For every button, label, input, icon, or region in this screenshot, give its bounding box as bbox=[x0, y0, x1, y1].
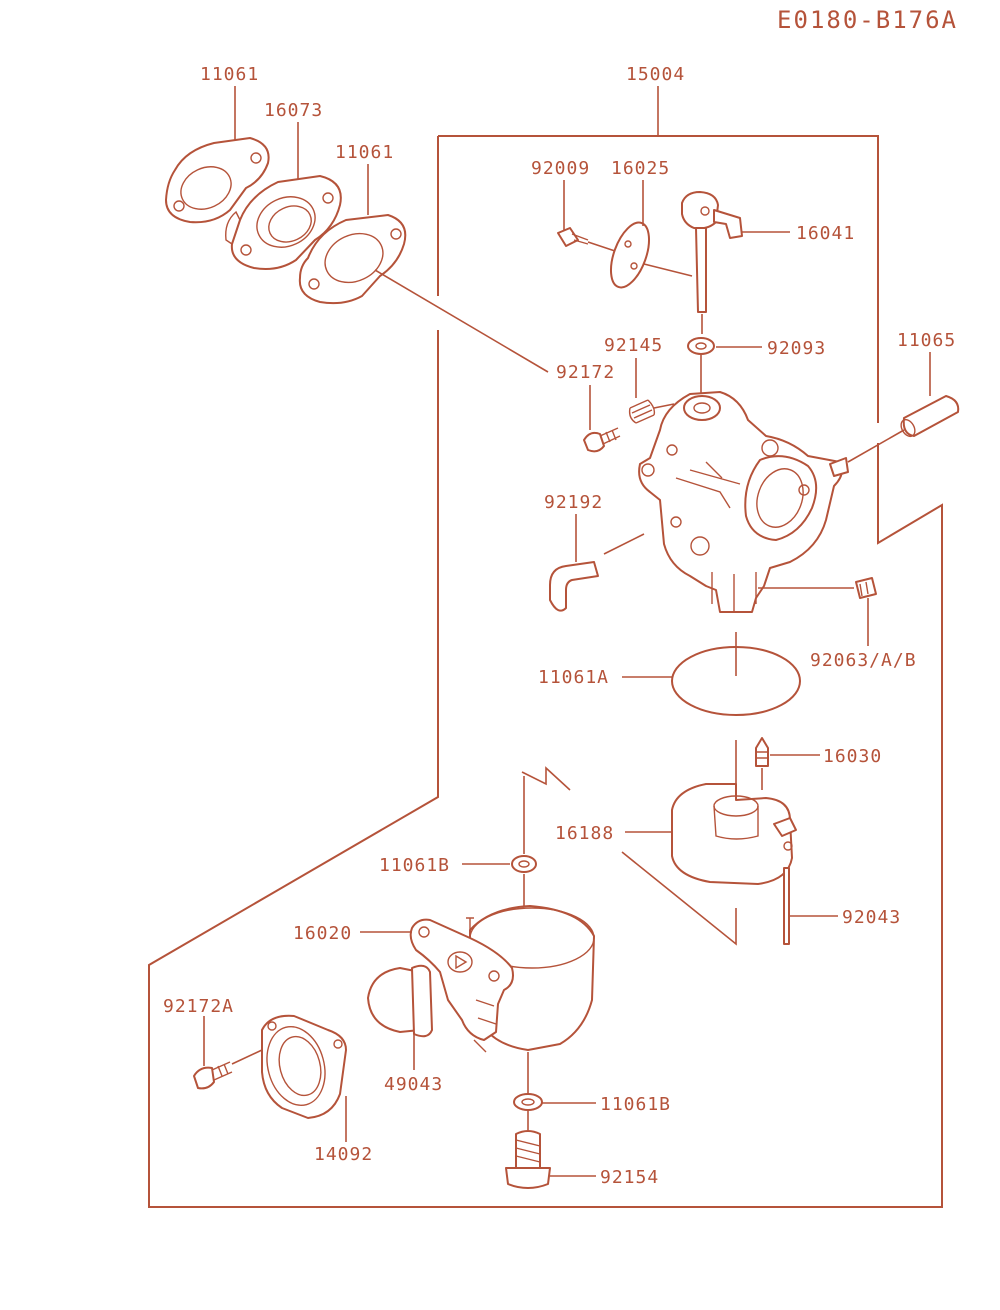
leader-92009-plate bbox=[587, 241, 619, 253]
leader-11065-carb bbox=[847, 429, 905, 463]
label-11061-mid: 11061 bbox=[335, 142, 394, 163]
float-bowl-16020 bbox=[409, 905, 595, 1053]
label-16025: 16025 bbox=[611, 158, 670, 179]
label-15004: 15004 bbox=[626, 64, 685, 85]
pipe-11065 bbox=[900, 395, 960, 438]
carburetor-body bbox=[638, 391, 849, 613]
label-92192: 92192 bbox=[544, 492, 603, 513]
jet-16030 bbox=[755, 737, 769, 767]
leader-92172-gasket bbox=[374, 269, 549, 373]
throttle-shaft-16041 bbox=[681, 191, 743, 313]
leader-16025-shaft bbox=[643, 263, 693, 277]
plug-92063 bbox=[855, 577, 877, 599]
hose-92192 bbox=[549, 561, 599, 612]
label-11061B-top: 11061B bbox=[379, 855, 450, 876]
assembly-frame bbox=[148, 135, 943, 1208]
gasket-11061-mid bbox=[298, 214, 407, 305]
leader-92192-carb bbox=[603, 533, 645, 555]
label-92172: 92172 bbox=[556, 362, 615, 383]
label-92043: 92043 bbox=[842, 907, 901, 928]
leader-float-path-b bbox=[621, 851, 737, 946]
label-11061-top: 11061 bbox=[200, 64, 259, 85]
throttle-plate-16025 bbox=[609, 221, 651, 289]
spring-92145 bbox=[628, 399, 656, 424]
washer-92093 bbox=[687, 337, 715, 355]
screw-92009 bbox=[557, 227, 589, 247]
gasket-11061-top bbox=[165, 137, 270, 224]
label-11061B-bottom: 11061B bbox=[600, 1094, 671, 1115]
diagram-code: E0180-B176A bbox=[777, 6, 958, 34]
pin-92043 bbox=[783, 867, 790, 945]
gasket-16073 bbox=[225, 175, 342, 270]
label-92063: 92063/A/B bbox=[810, 650, 917, 671]
label-16030: 16030 bbox=[823, 746, 882, 767]
washer-11061B-bottom bbox=[513, 1093, 543, 1111]
float-16188 bbox=[671, 783, 797, 885]
screw-92172A bbox=[193, 1061, 233, 1090]
bolt-92154 bbox=[505, 1130, 551, 1189]
leader-92172A-body bbox=[231, 1049, 263, 1065]
label-11065: 11065 bbox=[897, 330, 956, 351]
washer-11061B-top bbox=[511, 855, 537, 873]
elbow-14092 bbox=[261, 1014, 347, 1119]
label-92093: 92093 bbox=[767, 338, 826, 359]
label-11061A: 11061A bbox=[538, 667, 609, 688]
leader-float-path-a bbox=[521, 766, 571, 791]
label-92009: 92009 bbox=[531, 158, 590, 179]
label-16073: 16073 bbox=[264, 100, 323, 121]
label-92172A: 92172A bbox=[163, 996, 234, 1017]
label-16041: 16041 bbox=[796, 223, 855, 244]
label-16020: 16020 bbox=[293, 923, 352, 944]
label-49043: 49043 bbox=[384, 1074, 443, 1095]
leader-92145-body bbox=[653, 403, 675, 409]
primer-bulb-49043 bbox=[367, 964, 433, 1038]
screw-92172 bbox=[583, 427, 621, 453]
label-16188: 16188 bbox=[555, 823, 614, 844]
label-14092: 14092 bbox=[314, 1144, 373, 1165]
label-92145: 92145 bbox=[604, 335, 663, 356]
label-92154: 92154 bbox=[600, 1167, 659, 1188]
